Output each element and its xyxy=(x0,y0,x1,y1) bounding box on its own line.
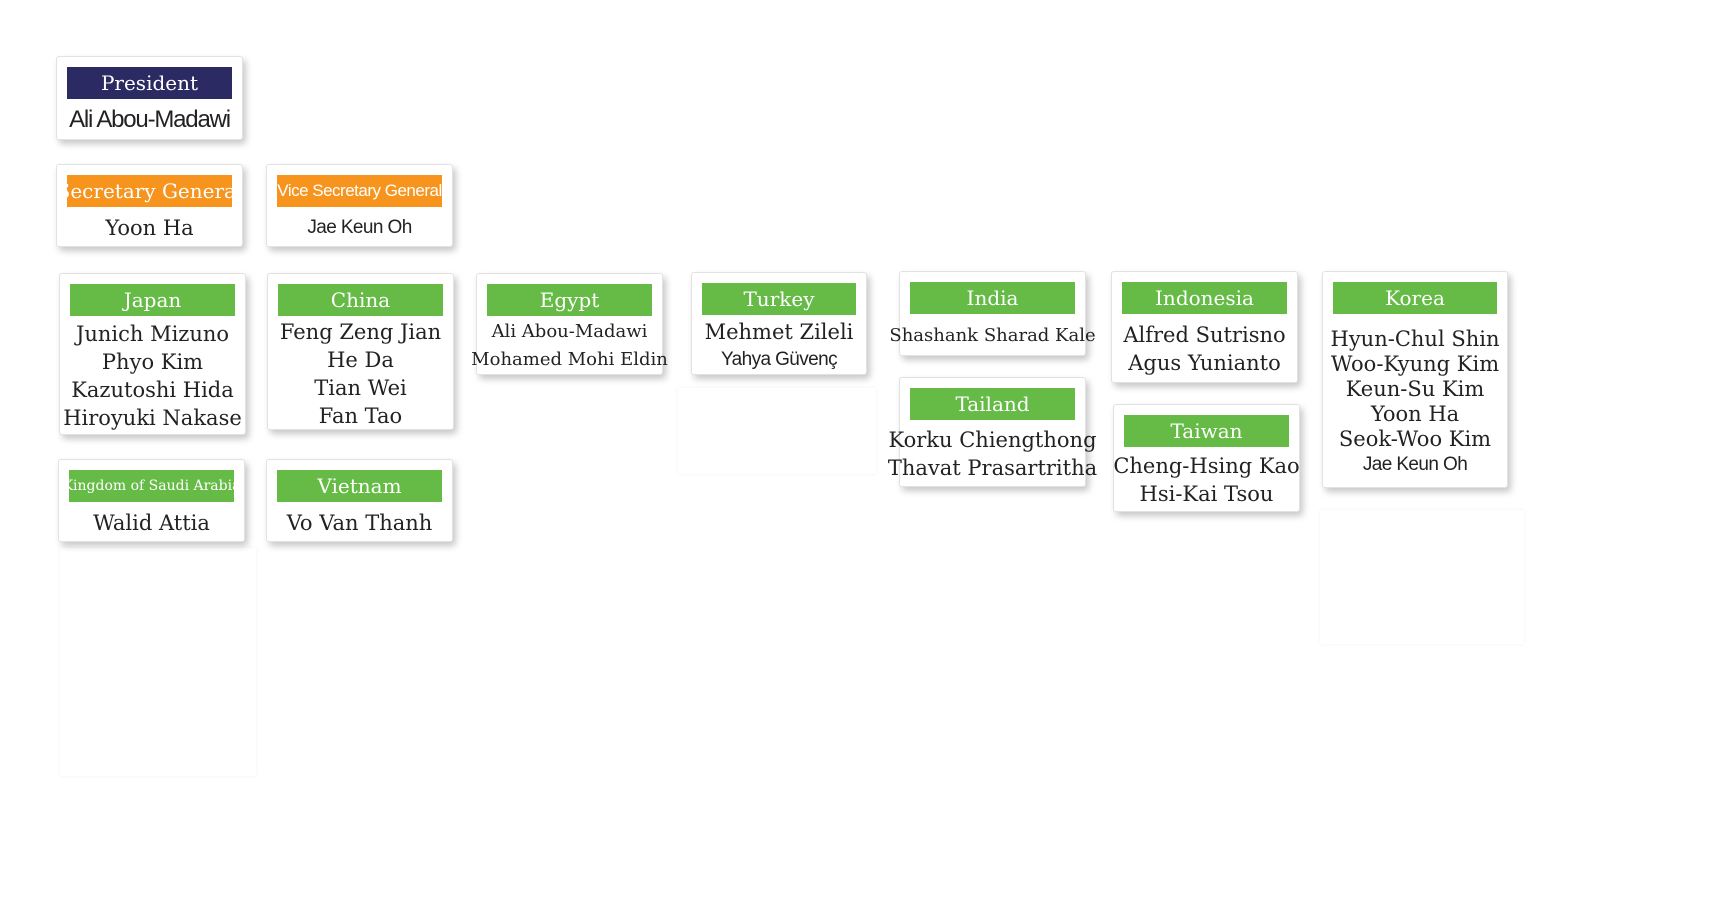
vice-secretary-general-name-list: Jae Keun Oh xyxy=(269,213,450,242)
country-members-china: Feng Zeng Jian He Da Tian Wei Fan Tao xyxy=(270,320,451,428)
secretary-general-title: Secretary General xyxy=(67,175,232,207)
country-members-korea: Hyun-Chul Shin Woo-Kyung Kim Keun-Su Kim… xyxy=(1325,320,1505,483)
country-title-egypt: Egypt xyxy=(487,284,652,316)
backdrop-panel xyxy=(60,548,256,776)
country-card-tailand: Tailand Korku Chiengthong Thavat Prasart… xyxy=(888,377,1097,487)
member-name: Mohamed Mohi Eldin xyxy=(471,349,668,370)
country-members-saudi-arabia: Walid Attia xyxy=(61,508,242,537)
member-name: Ali Abou-Madawi xyxy=(491,321,648,342)
secretary-general-name-list: Yoon Ha xyxy=(59,213,240,242)
country-members-turkey: Mehmet Zileli Yahya Güvenç xyxy=(694,319,864,370)
member-name: Woo-Kyung Kim xyxy=(1330,351,1500,376)
vice-secretary-general-card: Vice Secretary General Jae Keun Oh xyxy=(266,164,453,247)
member-name: Walid Attia xyxy=(93,510,210,535)
country-title-vietnam: Vietnam xyxy=(277,470,442,502)
country-card-japan: Japan Junich Mizuno Phyo Kim Kazutoshi H… xyxy=(59,273,246,435)
country-card-taiwan: Taiwan Cheng-Hsing Kao Hsi-Kai Tsou xyxy=(1113,404,1300,512)
country-members-tailand: Korku Chiengthong Thavat Prasartritha xyxy=(888,426,1097,482)
secretary-general-card: Secretary General Yoon Ha xyxy=(56,164,243,247)
country-card-egypt: Egypt Ali Abou-Madawi Mohamed Mohi Eldin xyxy=(471,273,668,375)
president-title: President xyxy=(67,67,232,99)
country-members-vietnam: Vo Van Thanh xyxy=(269,508,450,537)
secretary-general-name: Yoon Ha xyxy=(105,215,194,240)
member-name: Alfred Sutrisno xyxy=(1123,323,1286,347)
country-card-china: China Feng Zeng Jian He Da Tian Wei Fan … xyxy=(267,273,454,430)
country-card-saudi-arabia: Kingdom of Saudi Arabia Walid Attia xyxy=(58,459,245,542)
member-name: Jae Keun Oh xyxy=(1362,453,1468,475)
member-name: Keun-Su Kim xyxy=(1345,376,1485,401)
country-card-india: India Shashank Sharad Kale xyxy=(889,271,1096,356)
member-name: Shashank Sharad Kale xyxy=(889,324,1096,346)
member-name: Feng Zeng Jian xyxy=(279,319,442,344)
member-name: Hsi-Kai Tsou xyxy=(1139,482,1274,506)
country-title-turkey: Turkey xyxy=(702,283,856,315)
country-members-indonesia: Alfred Sutrisno Agus Yunianto xyxy=(1114,320,1295,378)
country-members-egypt: Ali Abou-Madawi Mohamed Mohi Eldin xyxy=(471,321,668,370)
member-name: Thavat Prasartritha xyxy=(887,456,1098,480)
member-name: Hiroyuki Nakase xyxy=(63,406,242,430)
country-title-india: India xyxy=(910,282,1075,314)
member-name: Mehmet Zileli xyxy=(704,319,854,344)
backdrop-panel xyxy=(1320,510,1524,644)
member-name: Fan Tao xyxy=(318,403,403,428)
member-name: Seok-Woo Kim xyxy=(1338,426,1492,451)
member-name: Hyun-Chul Shin xyxy=(1330,326,1500,351)
member-name: Cheng-Hsing Kao xyxy=(1113,454,1300,478)
country-title-taiwan: Taiwan xyxy=(1124,415,1289,447)
vice-secretary-general-name: Jae Keun Oh xyxy=(307,216,412,238)
country-title-tailand: Tailand xyxy=(910,388,1075,420)
country-title-japan: Japan xyxy=(70,284,235,316)
country-members-japan: Junich Mizuno Phyo Kim Kazutoshi Hida Hi… xyxy=(62,322,243,430)
member-name: He Da xyxy=(327,347,394,372)
country-card-korea: Korea Hyun-Chul Shin Woo-Kyung Kim Keun-… xyxy=(1322,271,1508,488)
country-card-turkey: Turkey Mehmet Zileli Yahya Güvenç xyxy=(691,272,867,375)
member-name: Agus Yunianto xyxy=(1128,351,1281,375)
member-name: Kazutoshi Hida xyxy=(71,378,234,402)
member-name: Junich Mizuno xyxy=(75,322,230,346)
member-name: Phyo Kim xyxy=(101,350,204,374)
member-name: Korku Chiengthong xyxy=(888,428,1097,452)
country-title-indonesia: Indonesia xyxy=(1122,282,1287,314)
country-members-india: Shashank Sharad Kale xyxy=(889,320,1095,351)
backdrop-panel xyxy=(678,388,876,474)
country-card-indonesia: Indonesia Alfred Sutrisno Agus Yunianto xyxy=(1111,271,1298,383)
member-name: Vo Van Thanh xyxy=(286,510,433,535)
president-name-list: Ali Abou-Madawi xyxy=(59,105,240,135)
member-name: Tian Wei xyxy=(314,375,407,400)
country-title-korea: Korea xyxy=(1333,282,1497,314)
president-card: President Ali Abou-Madawi xyxy=(56,56,243,140)
member-name: Yoon Ha xyxy=(1370,401,1460,426)
country-title-saudi-arabia: Kingdom of Saudi Arabia xyxy=(69,470,234,502)
member-name: Yahya Güvenç xyxy=(720,348,838,370)
country-card-vietnam: Vietnam Vo Van Thanh xyxy=(266,459,453,542)
vice-secretary-general-title: Vice Secretary General xyxy=(277,175,442,207)
country-members-taiwan: Cheng-Hsing Kao Hsi-Kai Tsou xyxy=(1113,453,1300,507)
country-title-china: China xyxy=(278,284,443,316)
president-name: Ali Abou-Madawi xyxy=(69,106,231,133)
